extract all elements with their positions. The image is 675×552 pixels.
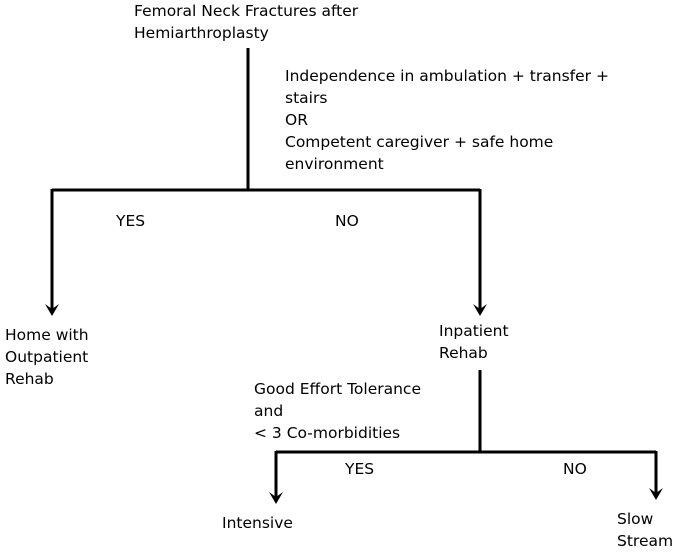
criteria-2-text: Good Effort Tolerance and < 3 Co-morbidi… <box>254 380 421 442</box>
arrowhead-intensive <box>269 492 283 504</box>
branch-2-yes-label: YES <box>345 460 375 478</box>
outcome-home-label: Home with Outpatient Rehab <box>5 326 89 388</box>
root-node-label: Femoral Neck Fractures after Hemiarthrop… <box>134 2 359 42</box>
arrowhead-inpatient <box>473 304 487 316</box>
arrowhead-home <box>45 304 59 316</box>
branch-1-no-label: NO <box>335 212 359 230</box>
outcome-inpatient-label: Inpatient Rehab <box>439 322 509 362</box>
branch-2-no-label: NO <box>563 460 587 478</box>
arrowhead-slow-stream <box>649 488 663 500</box>
branch-1-yes-label: YES <box>116 212 146 230</box>
criteria-1-text: Independence in ambulation + transfer + … <box>285 67 609 173</box>
outcome-slow-stream-label: Slow Stream <box>617 510 674 550</box>
outcome-intensive-label: Intensive <box>222 514 293 532</box>
